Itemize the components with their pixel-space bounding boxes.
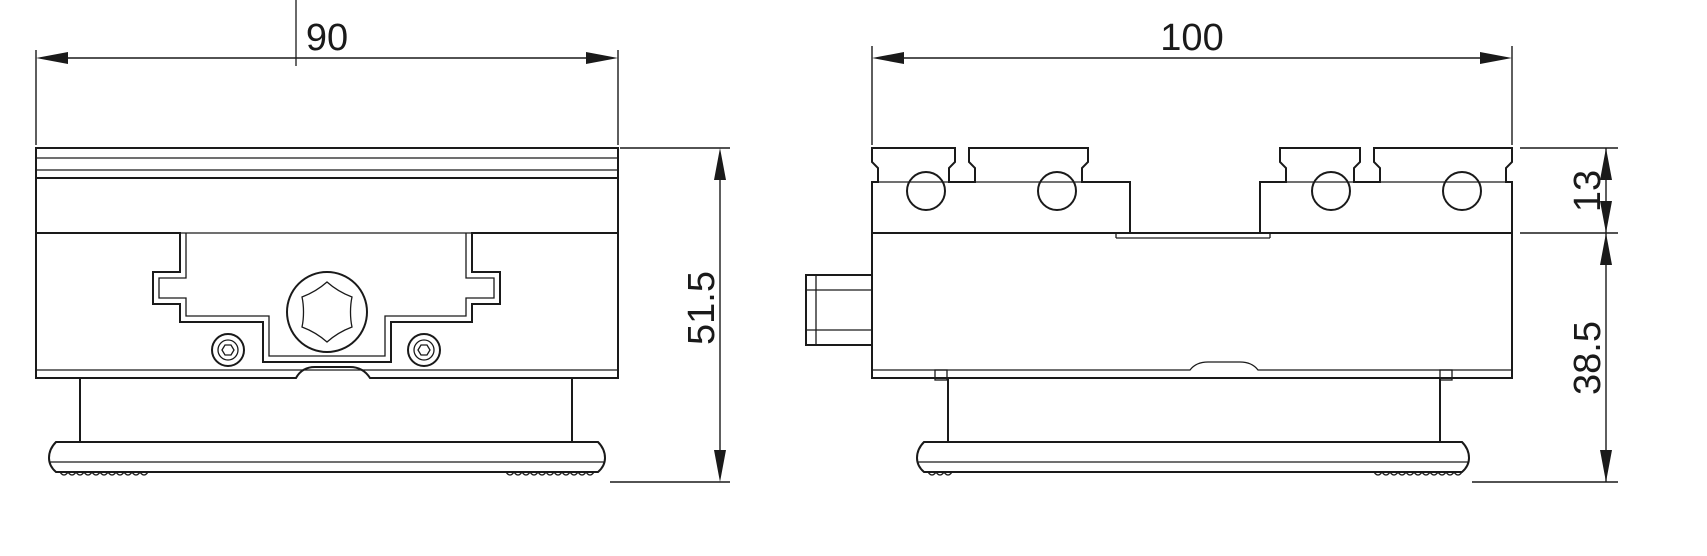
- front-view: [35, 147, 619, 476]
- front-body-outline: [35, 178, 619, 379]
- jaw-height-label: 13: [1567, 170, 1609, 212]
- front-dovetail-profile: [36, 232, 618, 363]
- front-top-plate: [35, 147, 619, 179]
- front-width-label: 90: [306, 17, 348, 59]
- torx-drive: [286, 271, 368, 353]
- side-handle-knob: [805, 274, 873, 346]
- side-height-dimensions: 13 38.5: [1472, 147, 1618, 483]
- front-width-dimension: 90: [35, 0, 619, 145]
- front-height-dimension: 51.5: [610, 147, 730, 483]
- side-base-plate: [915, 441, 1471, 473]
- side-view: [805, 147, 1513, 476]
- side-width-dimension: 100: [871, 17, 1513, 145]
- side-jaw-left: [871, 147, 1131, 233]
- body-height-label: 38.5: [1567, 321, 1609, 395]
- side-body: [871, 232, 1513, 379]
- side-jaw-right: [1259, 147, 1513, 233]
- side-width-label: 100: [1160, 17, 1223, 59]
- front-height-label: 51.5: [681, 271, 723, 345]
- front-screw-left: [211, 333, 245, 367]
- front-base-plate: [47, 441, 607, 473]
- front-screw-right: [407, 333, 441, 367]
